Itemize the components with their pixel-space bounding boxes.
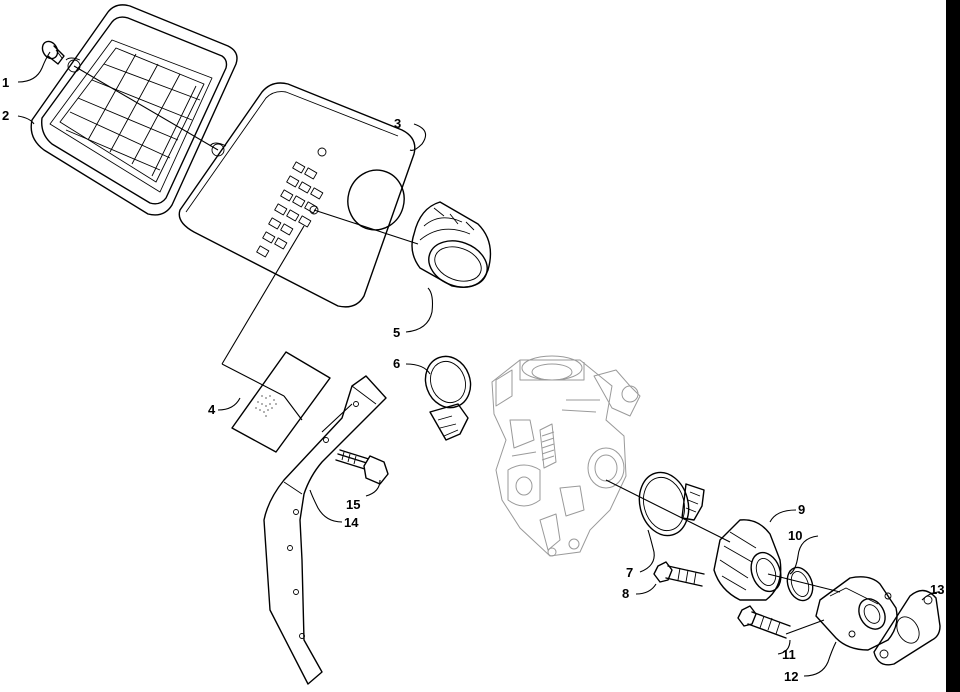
callout-label-6: 6 <box>393 356 400 371</box>
callout-label-5: 5 <box>393 325 400 340</box>
callout-label-15: 15 <box>346 497 360 512</box>
callout-label-10: 10 <box>788 528 802 543</box>
callout-label-2: 2 <box>2 108 9 123</box>
callout-label-4: 4 <box>208 402 216 417</box>
clamp-part-7[interactable] <box>633 467 705 541</box>
callout-label-11: 11 <box>782 647 796 662</box>
callout-label-13: 13 <box>930 582 944 597</box>
right-edge-bar <box>946 0 960 692</box>
hose-clamp-part-6[interactable] <box>418 350 477 441</box>
callout-label-3: 3 <box>394 116 401 131</box>
callout-label-1: 1 <box>2 75 9 90</box>
callout-label-12: 12 <box>784 669 798 684</box>
air-filter-cover-part[interactable] <box>30 4 238 216</box>
callout-leaders <box>17 51 941 677</box>
bolt-part-11[interactable] <box>737 605 825 639</box>
callout-label-14: 14 <box>344 515 359 530</box>
gasket-part-13[interactable] <box>873 589 941 666</box>
callout-label-8: 8 <box>622 586 629 601</box>
intake-pipe-part-12[interactable] <box>815 576 898 651</box>
air-box-housing-part[interactable] <box>178 82 419 308</box>
callout-label-9: 9 <box>798 502 805 517</box>
decal-part[interactable] <box>221 225 331 453</box>
intake-boot-part[interactable] <box>411 201 494 295</box>
o-ring-part-10[interactable] <box>783 564 817 604</box>
bolt-part-8[interactable] <box>653 561 705 587</box>
mounting-bracket-part[interactable] <box>263 375 387 685</box>
bolt-part-15[interactable] <box>335 449 389 485</box>
screw-part-1[interactable] <box>39 39 65 65</box>
callout-label-7: 7 <box>626 565 633 580</box>
insulator-part-9[interactable] <box>713 519 841 601</box>
carburetor-assembly[interactable] <box>491 355 731 557</box>
